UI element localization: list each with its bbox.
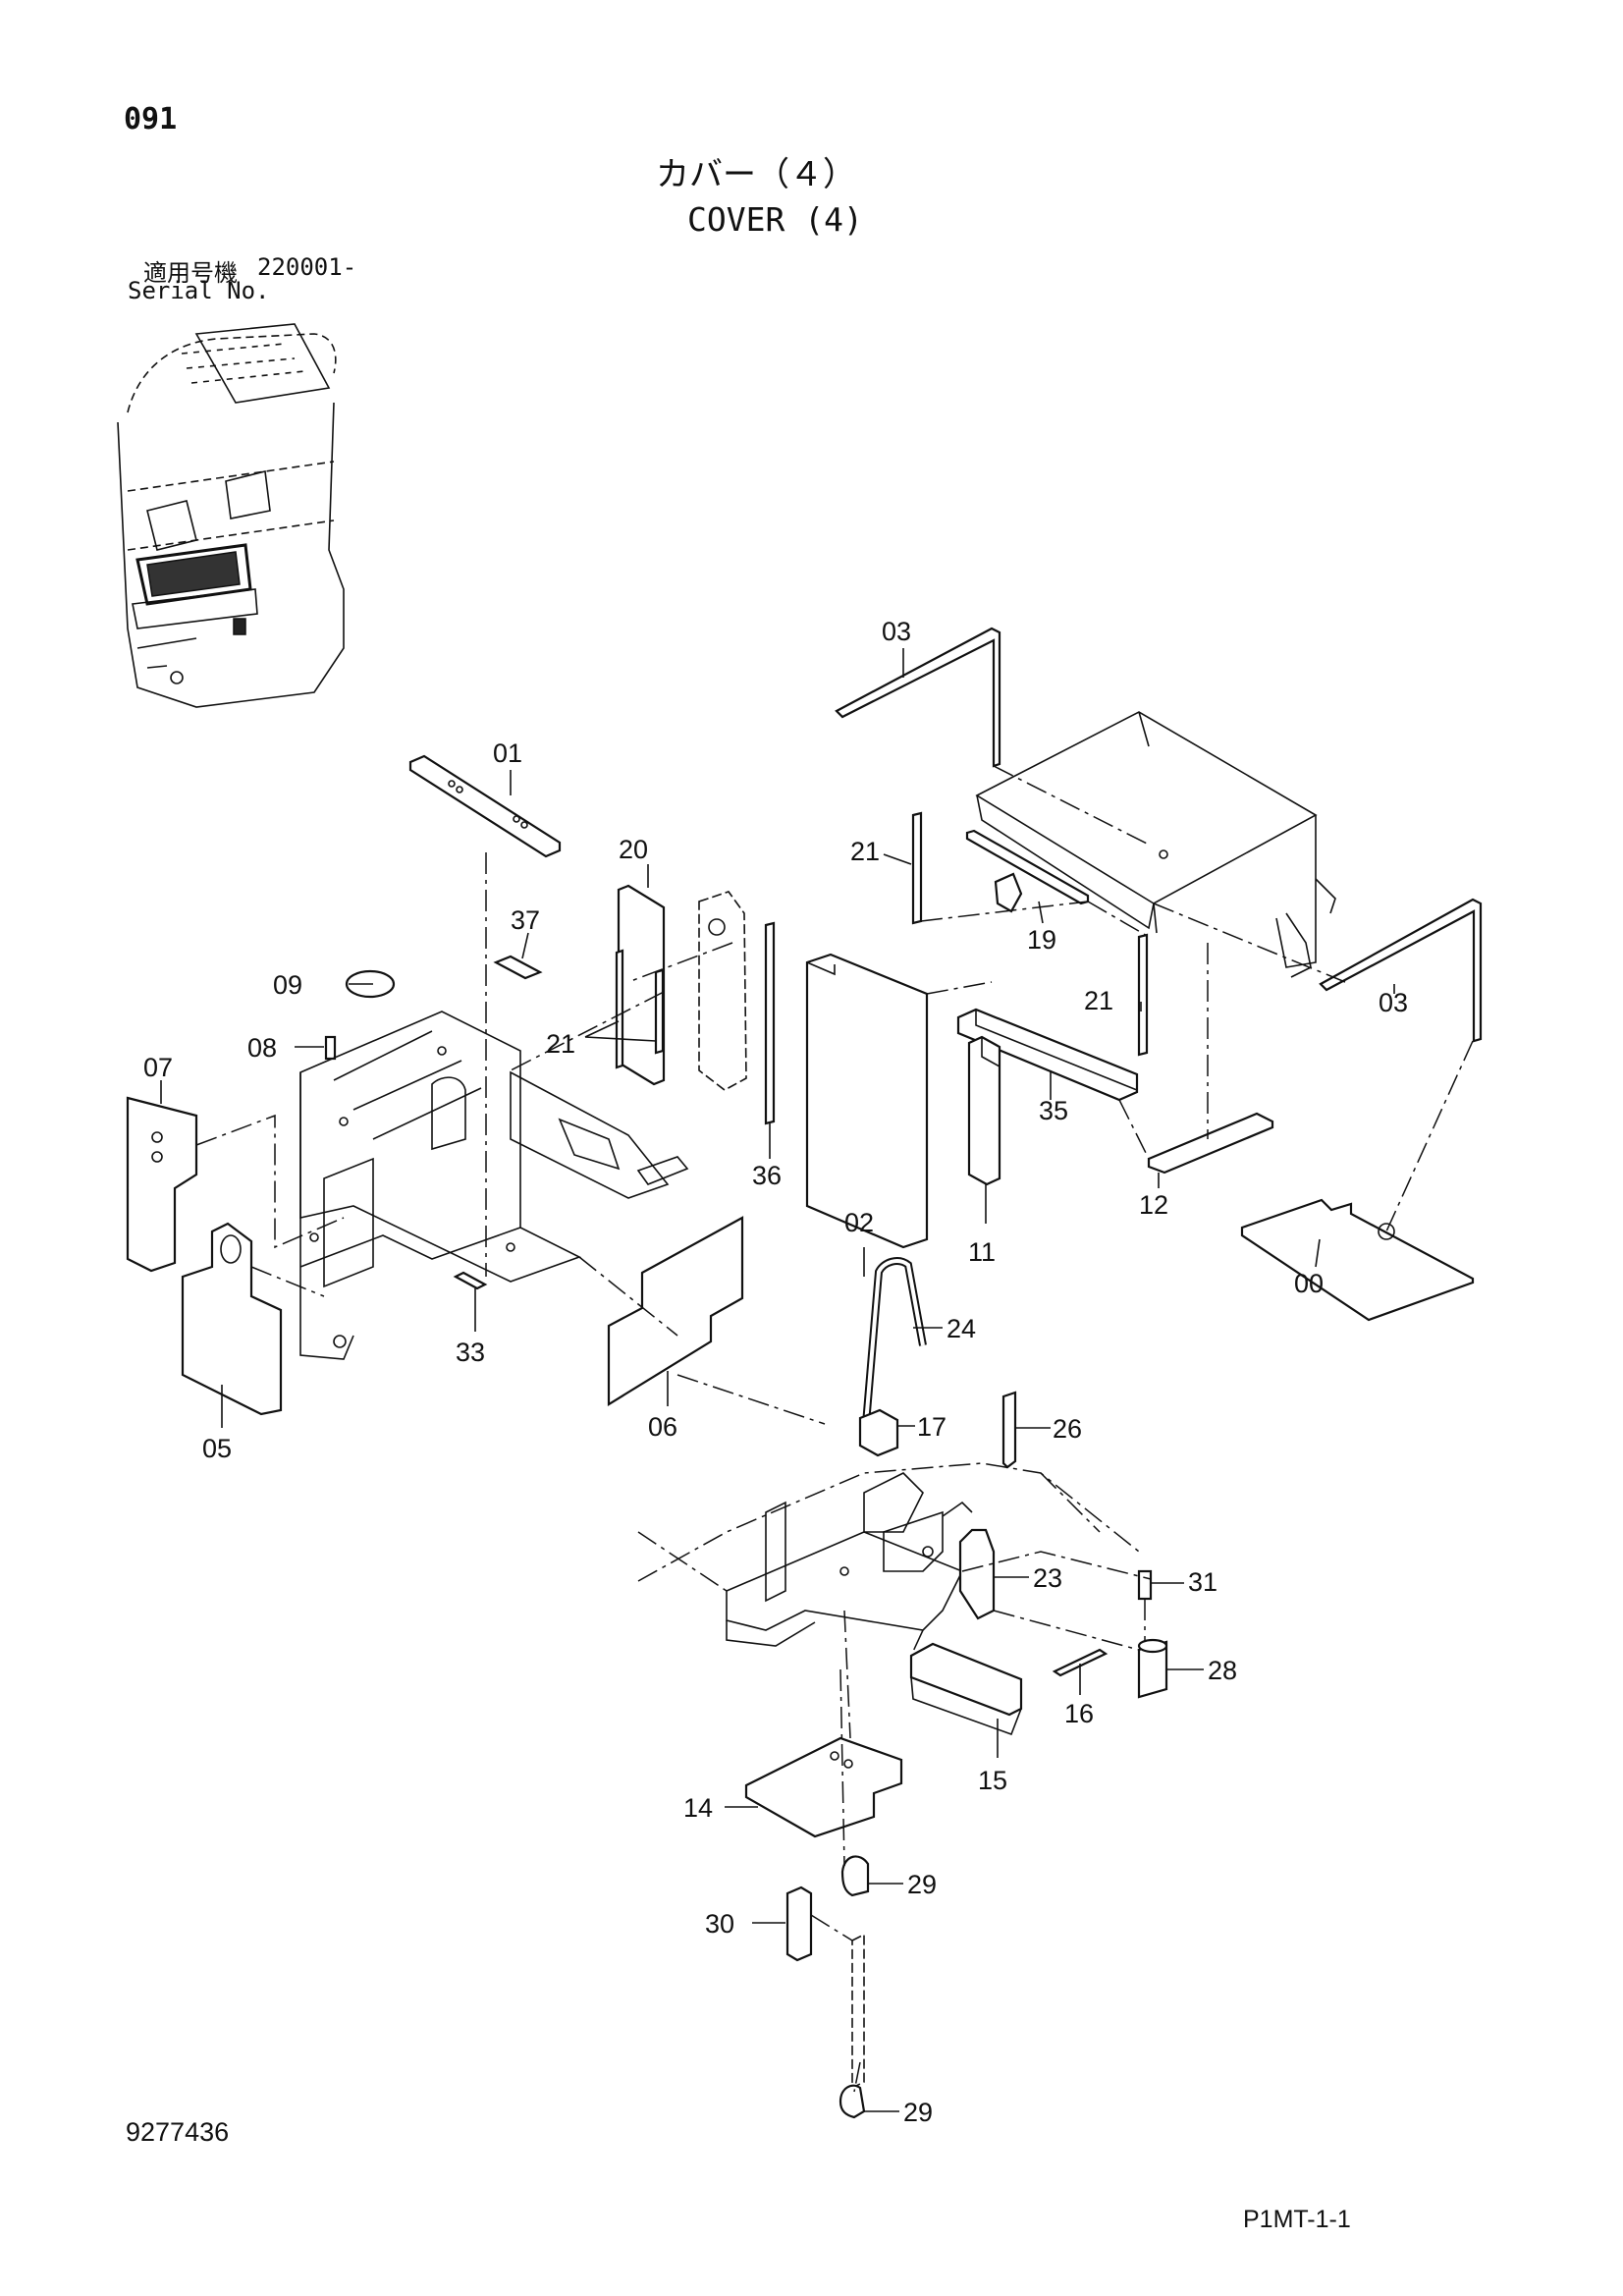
- part-label-21b: 21: [850, 837, 880, 866]
- part-label-33: 33: [456, 1338, 485, 1367]
- part-label-11: 11: [968, 1237, 996, 1267]
- part-36-strip: [764, 921, 776, 1125]
- document-number: 9277436: [126, 2117, 230, 2147]
- part-21-seal-strip-a: [615, 949, 624, 1069]
- part-03-cover-strip-left: [835, 627, 1001, 768]
- part-label-31: 31: [1188, 1567, 1217, 1597]
- part-06-cover-panel: [607, 1216, 744, 1406]
- part-02-side-panel: [805, 953, 929, 1249]
- part-labels: 01 20 37 09 08 07 21 03 21 19 21 03 35 3…: [143, 617, 1408, 2127]
- part-label-26: 26: [1053, 1414, 1082, 1444]
- part-17-connector: [858, 1408, 899, 1457]
- machine-locator-thumbnail: [117, 323, 345, 708]
- part-29-grommet-upper: [840, 1855, 870, 1897]
- part-33-strip: [453, 1271, 488, 1290]
- part-19-hinge-bar: [965, 829, 1090, 905]
- part-label-09: 09: [273, 970, 302, 1000]
- part-label-17: 17: [917, 1412, 947, 1442]
- part-label-28: 28: [1208, 1656, 1237, 1685]
- part-label-36: 36: [752, 1161, 782, 1190]
- part-16-strip: [1052, 1648, 1109, 1677]
- part-05-cover-panel: [181, 1222, 283, 1416]
- part-14-floor-plate: [744, 1736, 903, 1838]
- part-03-cover-strip-right: [1319, 898, 1483, 1043]
- part-23-armrest-pad: [958, 1528, 996, 1620]
- part-29-grommet-lower: [839, 2084, 866, 2119]
- part-31-clip: [1137, 1569, 1153, 1601]
- part-01-bracket-bar: [408, 754, 562, 858]
- part-label-06: 06: [648, 1412, 677, 1442]
- main-frame: [299, 1011, 689, 1360]
- part-00-floor-plate: [1240, 1198, 1475, 1322]
- part-label-20: 20: [619, 835, 648, 864]
- part-21-seal-strip-b: [654, 968, 665, 1055]
- part-label-23: 23: [1033, 1563, 1062, 1593]
- model-code: P1MT-1-1: [1243, 2206, 1351, 2233]
- assembly-dashed-lines: [195, 765, 1474, 2093]
- part-label-21c: 21: [1084, 986, 1113, 1015]
- part-label-00: 00: [1294, 1269, 1324, 1298]
- part-21-seal-strip-d: [1137, 933, 1149, 1057]
- part-label-16: 16: [1064, 1699, 1094, 1728]
- part-label-29a: 29: [907, 1870, 937, 1899]
- part-label-21a: 21: [546, 1029, 575, 1059]
- part-label-19: 19: [1027, 925, 1056, 955]
- part-label-07: 07: [143, 1053, 173, 1082]
- page-number: 091: [124, 102, 178, 137]
- title-japanese: カバー（４）: [656, 156, 856, 193]
- part-37-pad: [493, 955, 543, 980]
- part-label-30: 30: [705, 1909, 734, 1939]
- part-08-pin: [324, 1035, 337, 1061]
- part-label-08: 08: [247, 1033, 277, 1063]
- leader-lines: [160, 648, 1395, 2112]
- part-30-bracket: [785, 1886, 813, 1962]
- part-21-seal-strip-c: [911, 811, 923, 925]
- part-26-strip: [1001, 1391, 1017, 1469]
- upper-cover-bracket: [975, 711, 1336, 978]
- part-11-post: [967, 1035, 1001, 1186]
- title-english: COVER (4): [687, 200, 863, 239]
- part-label-37: 37: [511, 905, 540, 935]
- serial-value: 220001-: [257, 253, 357, 281]
- part-label-01: 01: [493, 738, 522, 768]
- part-label-14: 14: [683, 1793, 713, 1823]
- part-label-05: 05: [202, 1434, 232, 1463]
- part-label-15: 15: [978, 1766, 1007, 1795]
- part-label-03b: 03: [1379, 988, 1408, 1017]
- serial-label-japanese: 適用号機: [143, 260, 238, 287]
- part-07-side-panel: [126, 1096, 198, 1273]
- part-label-24: 24: [947, 1314, 976, 1343]
- part-label-12: 12: [1139, 1190, 1168, 1220]
- part-12-floor-strip: [1147, 1112, 1274, 1175]
- part-label-29b: 29: [903, 2098, 933, 2127]
- part-label-02: 02: [844, 1208, 874, 1237]
- part-label-35: 35: [1039, 1096, 1068, 1125]
- lower-console-frame: [726, 1472, 973, 1647]
- serial-label-english: Serial No.: [128, 277, 270, 304]
- part-label-03a: 03: [882, 617, 911, 646]
